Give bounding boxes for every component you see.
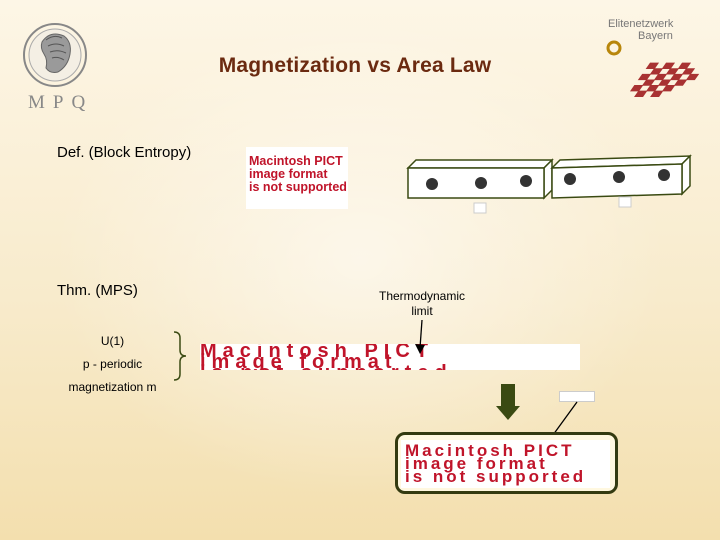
spin-site — [520, 175, 532, 187]
tiny-image-placeholder — [559, 391, 595, 402]
chain-block-left — [406, 158, 554, 200]
pict-line: image format — [249, 167, 328, 181]
minerva-emblem-icon — [23, 23, 87, 87]
pict-line: image format — [405, 454, 548, 473]
thermo-label-line2: limit — [411, 304, 433, 318]
pict-line: Macintosh PICT — [200, 344, 435, 362]
slide-title: Magnetization vs Area Law — [218, 54, 492, 77]
pict-line: Macintosh PICT — [405, 441, 575, 460]
unsupported-image-placeholder-3: Macintosh PICT image format is not suppo… — [401, 440, 610, 488]
spin-site — [658, 169, 670, 181]
bavarian-diamond-icon — [606, 40, 700, 97]
arrow-down-icon — [415, 319, 425, 354]
pict-line: is not supported — [249, 180, 347, 194]
chain-block-right — [550, 154, 692, 199]
spin-site — [475, 177, 487, 189]
spin-site — [564, 173, 576, 185]
mpq-logo: MPQ — [20, 22, 90, 119]
theorem-label: Thm. (MPS) — [57, 282, 138, 299]
spin-site — [613, 171, 625, 183]
curly-brace-icon — [173, 331, 187, 381]
thick-down-arrow-icon — [496, 384, 520, 420]
tiny-image-placeholder — [473, 202, 487, 214]
spin-site — [426, 178, 438, 190]
thermo-label-line1: Thermodynamic — [378, 289, 466, 303]
tiny-image-placeholder — [618, 196, 632, 208]
conditions-list: U(1) p - periodic magnetization m — [55, 330, 170, 399]
condition-magnetization: magnetization m — [68, 380, 157, 394]
definition-label: Def. (Block Entropy) — [57, 144, 192, 161]
pict-line: is not supported — [405, 467, 587, 486]
spin-chain-diagram — [406, 154, 692, 214]
elitenetzwerk-text-line2: Bayern — [638, 30, 673, 42]
condition-u1: U(1) — [100, 334, 125, 348]
mpq-logo-text: MPQ — [28, 92, 94, 113]
unsupported-image-placeholder-1: Macintosh PICT image format is not suppo… — [246, 147, 348, 209]
pict-line: Macintosh PICT — [249, 154, 343, 168]
pict-line: is not supported — [200, 363, 580, 370]
unsupported-image-placeholder-2: Macintosh PICT image format is not suppo… — [200, 344, 580, 370]
elitenetzwerk-text-line1: Elitenetzwerk — [608, 18, 674, 30]
pict-line: image format — [200, 351, 398, 370]
thermodynamic-limit-label: Thermodynamic limit — [362, 289, 482, 319]
condition-periodic: p - periodic — [82, 357, 143, 371]
